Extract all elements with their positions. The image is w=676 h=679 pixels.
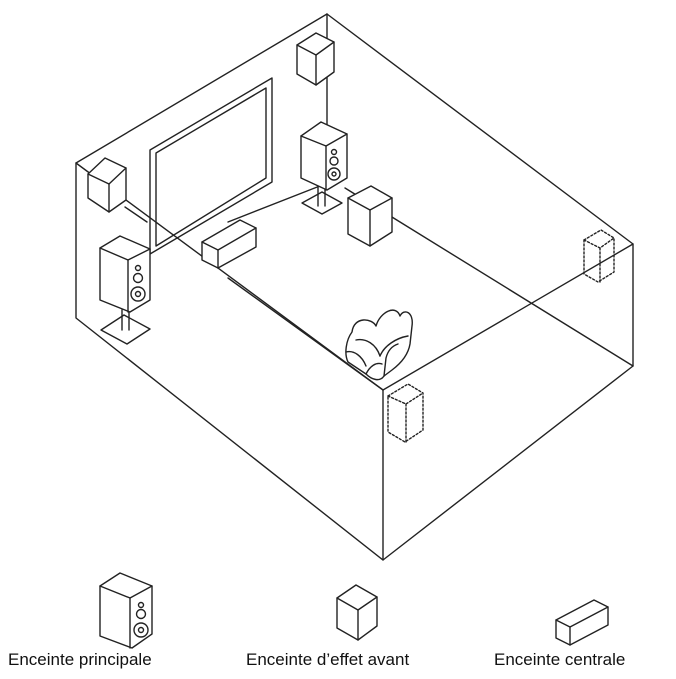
optional-speaker-right-wall [583,229,615,283]
room-walls [75,13,634,561]
legend-icon-main-speaker [99,572,153,649]
legend-icon-front-effect-speaker [336,584,378,641]
legend-label-main-speaker: Enceinte principale [8,650,152,669]
center-speaker [201,219,257,269]
front-effect-speaker-right [296,32,335,86]
legend-label-center-speaker: Enceinte centrale [494,650,626,669]
legend-icon-center-speaker [555,599,609,646]
tv-screen [149,77,273,255]
main-speaker-left [99,235,151,345]
optional-speaker-front-corner [387,383,424,443]
armchair [345,309,413,381]
main-speaker-right [300,121,348,215]
front-effect-speaker-floor [347,185,393,247]
front-effect-speaker-left [87,157,127,213]
legend-label-front-effect-speaker: Enceinte d’effet avant [246,650,410,669]
